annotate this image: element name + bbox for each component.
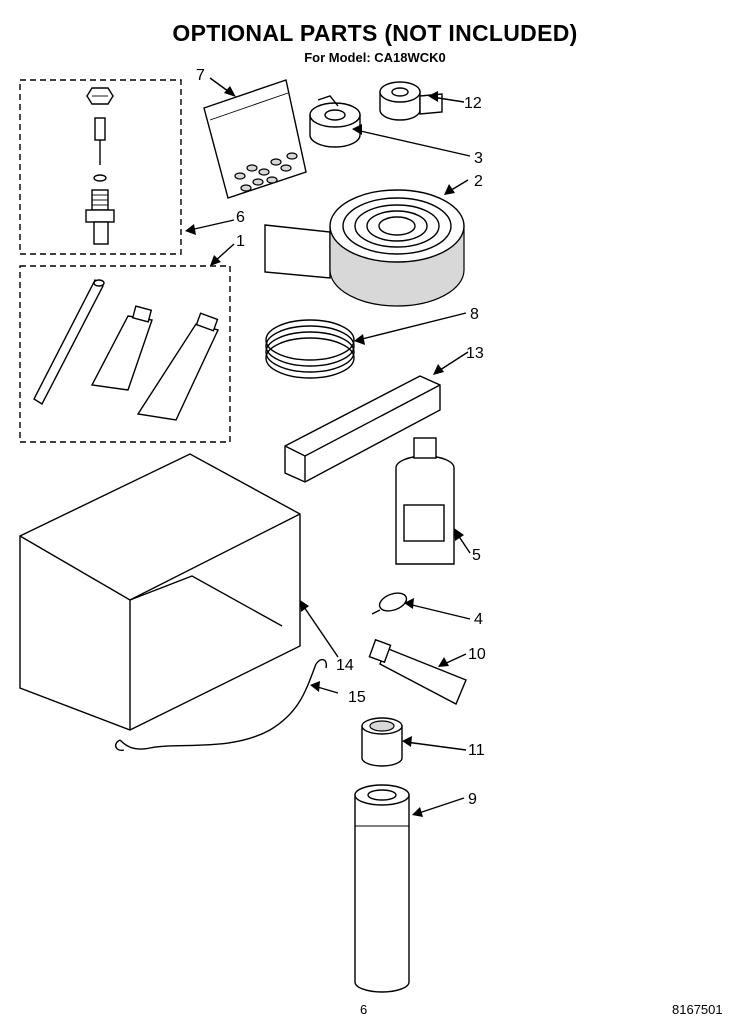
part-3-tape-roll (309, 95, 361, 148)
callout-11: 11 (468, 742, 485, 759)
part-8-wire-coil (265, 319, 355, 379)
callout-15: 15 (348, 689, 366, 706)
callout-12: 12 (464, 95, 482, 112)
callout-1: 1 (236, 233, 245, 250)
callout-labels: 1 2 3 4 5 6 7 8 9 10 11 12 13 14 15 (196, 67, 486, 808)
part-7-parts-bag (203, 79, 307, 199)
part-12-tape-roll (379, 81, 443, 121)
callout-7: 7 (196, 67, 205, 84)
callout-4: 4 (474, 611, 483, 628)
callout-10: 10 (468, 646, 486, 663)
part-10-compound-tube (368, 638, 467, 705)
part-4-bulb (371, 592, 408, 615)
part-1-repair-kit (19, 265, 231, 443)
callout-6: 6 (236, 209, 245, 226)
page-number: 6 (360, 1002, 368, 1017)
part-5-bottle (395, 437, 455, 565)
callout-2: 2 (474, 173, 483, 190)
callout-5: 5 (472, 547, 481, 564)
model-subtitle: For Model: CA18WCK0 (304, 50, 446, 65)
callout-13: 13 (466, 345, 484, 362)
leader-lines (185, 77, 471, 817)
part-9-spray-can (354, 784, 410, 993)
callout-14: 14 (336, 657, 354, 674)
part-14-cover (19, 453, 301, 731)
part-6-valve-kit (19, 79, 182, 255)
page-title: OPTIONAL PARTS (NOT INCLUDED) (172, 20, 578, 46)
part-2-insulation-roll (264, 189, 465, 307)
callout-8: 8 (470, 306, 479, 323)
callout-3: 3 (474, 150, 483, 167)
part-15-cord (114, 658, 328, 752)
part-11-can (361, 717, 403, 767)
part-13-foam-strip (284, 375, 441, 483)
document-number: 8167501 (672, 1002, 723, 1017)
callout-9: 9 (468, 791, 477, 808)
